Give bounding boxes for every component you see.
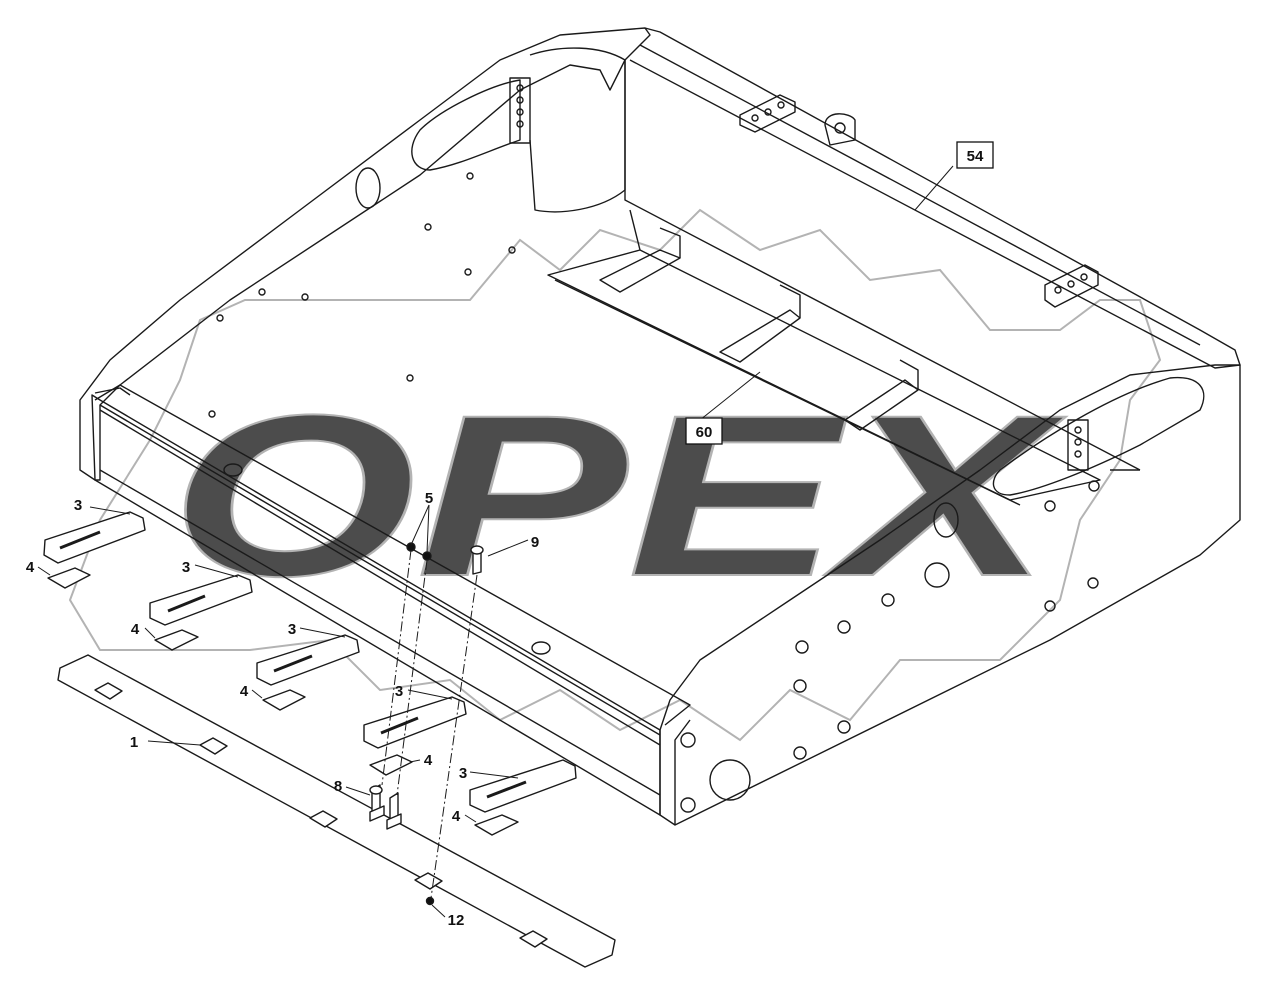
right-slot [992,376,1205,496]
plate-part-4a [47,567,91,589]
cross-member-1 [599,249,681,293]
left-oval-hole [355,167,381,209]
front-beam [91,394,661,816]
tine-part-3a [43,511,146,564]
left-side-plate [79,27,651,481]
watermark-text: OPEX [170,367,1066,624]
left-bracket [509,77,531,144]
nut-part-5b [422,551,432,561]
callout-3a: 3 [74,497,82,514]
right-side-plate [659,364,1241,826]
bolt-part-9 [470,545,484,575]
plate-part-4e [474,814,519,836]
callout-3b: 3 [182,559,190,576]
callout-60: 60 [696,424,713,441]
plate-part-4d [369,754,413,776]
callout-4e: 4 [452,808,461,825]
callout-54: 54 [967,148,984,165]
callout-4c: 4 [240,683,249,700]
rear-bracket-left [739,94,796,133]
assembly-lines [381,549,478,899]
right-bracket [1067,419,1089,471]
tine-part-3c [256,634,360,686]
left-slot [411,79,521,171]
callout-54-box [956,141,994,169]
main-frame [79,27,1241,826]
loose-parts [43,511,616,968]
callout-60-box [685,417,723,445]
rear-top-beam [629,27,1241,369]
callout-9: 9 [531,534,539,551]
tine-part-3e [469,759,577,813]
leader-lines [37,165,954,918]
tine-part-3b [149,574,253,626]
plate-part-4b [154,629,199,651]
wear-strip-part-1 [57,654,616,968]
cross-member-2 [719,309,801,363]
bolt-part-8b [386,792,402,830]
callout-1: 1 [130,734,138,751]
callout-12: 12 [448,912,465,929]
bolt-part-8a [369,784,385,822]
rear-bracket-right [1044,264,1099,308]
rear-lug [824,113,856,146]
callout-3c: 3 [288,621,296,638]
callouts: 54 60 5 9 3 4 3 4 3 4 3 4 3 4 1 8 12 [26,141,994,929]
callout-5: 5 [425,490,433,507]
watermark-gear-outline [68,208,1162,742]
tine-part-3d [363,696,467,749]
plate-part-4c [262,689,306,711]
callout-3e: 3 [459,765,467,782]
callout-4a: 4 [26,559,35,576]
opex-watermark: OPEX [68,208,1162,742]
callout-4b: 4 [131,621,140,638]
callout-3d: 3 [395,683,403,700]
nut-part-12 [425,896,435,906]
right-bore-large [709,759,751,801]
callout-8: 8 [334,778,342,795]
callout-4d: 4 [424,752,433,769]
